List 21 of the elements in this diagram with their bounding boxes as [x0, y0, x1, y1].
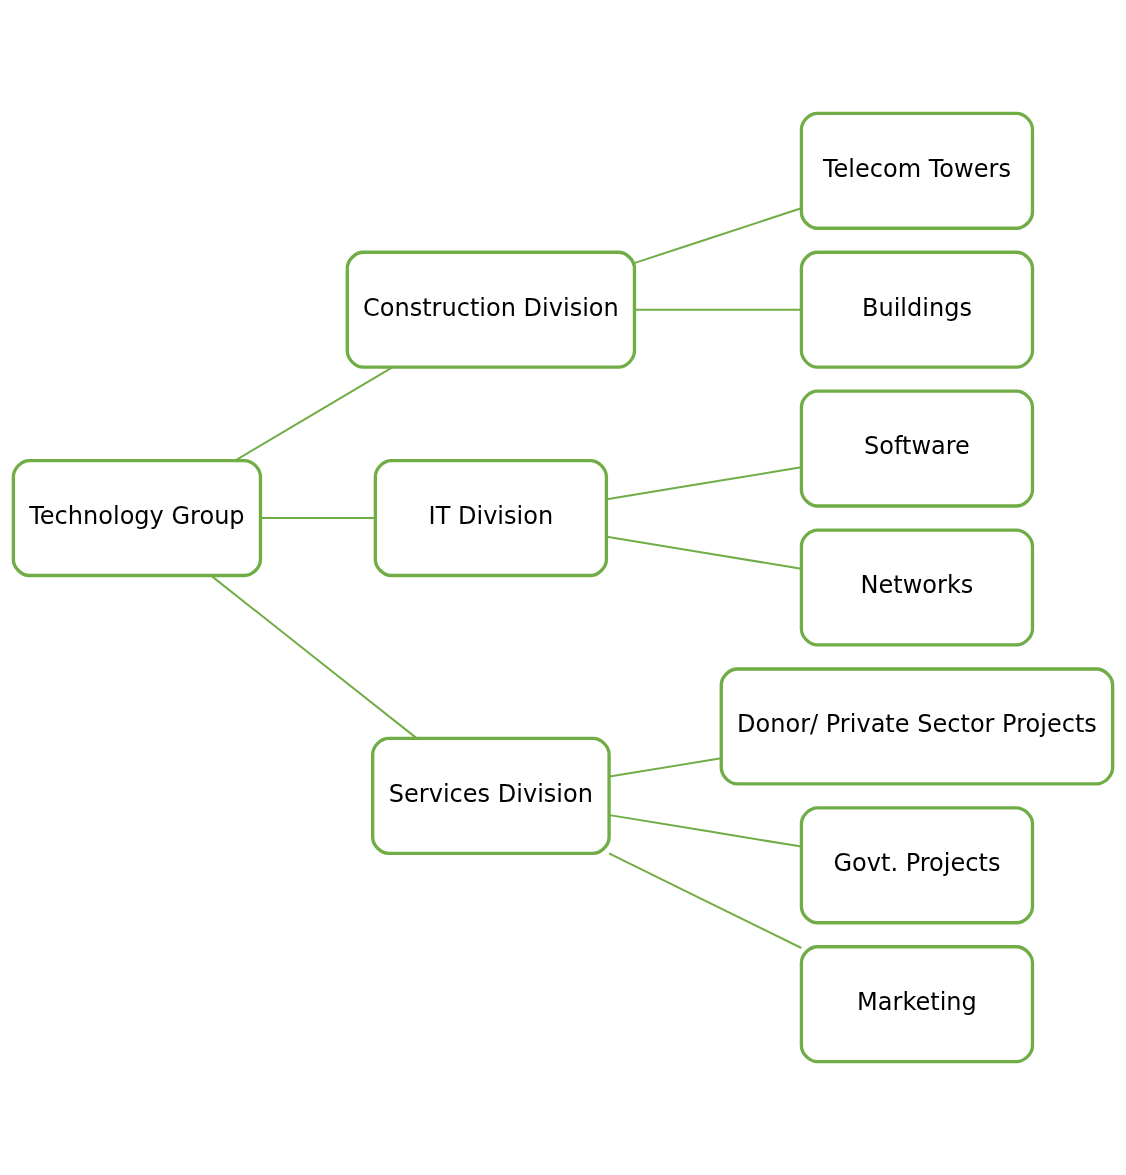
connector [608, 814, 803, 848]
node-box: Donor/ Private Sector Projects [719, 667, 1115, 786]
connector [605, 466, 803, 501]
node-box: Services Division [371, 736, 611, 855]
node-box: Buildings [799, 250, 1035, 369]
node-box: Telecom Towers [799, 111, 1035, 230]
node-box: Govt. Projects [799, 806, 1035, 925]
connector [605, 535, 803, 570]
node-box: IT Division [373, 458, 609, 578]
connector [608, 757, 723, 778]
node-box: Construction Division [345, 250, 637, 369]
node-box: Networks [799, 528, 1035, 647]
connector [633, 207, 803, 264]
connector [234, 366, 394, 462]
node-box: Technology Group [11, 458, 263, 578]
node-box: Marketing [799, 945, 1035, 1064]
connector [608, 852, 803, 949]
connector [210, 574, 418, 740]
connector [633, 308, 803, 311]
node-box: Software [799, 389, 1035, 508]
connector [259, 517, 377, 520]
